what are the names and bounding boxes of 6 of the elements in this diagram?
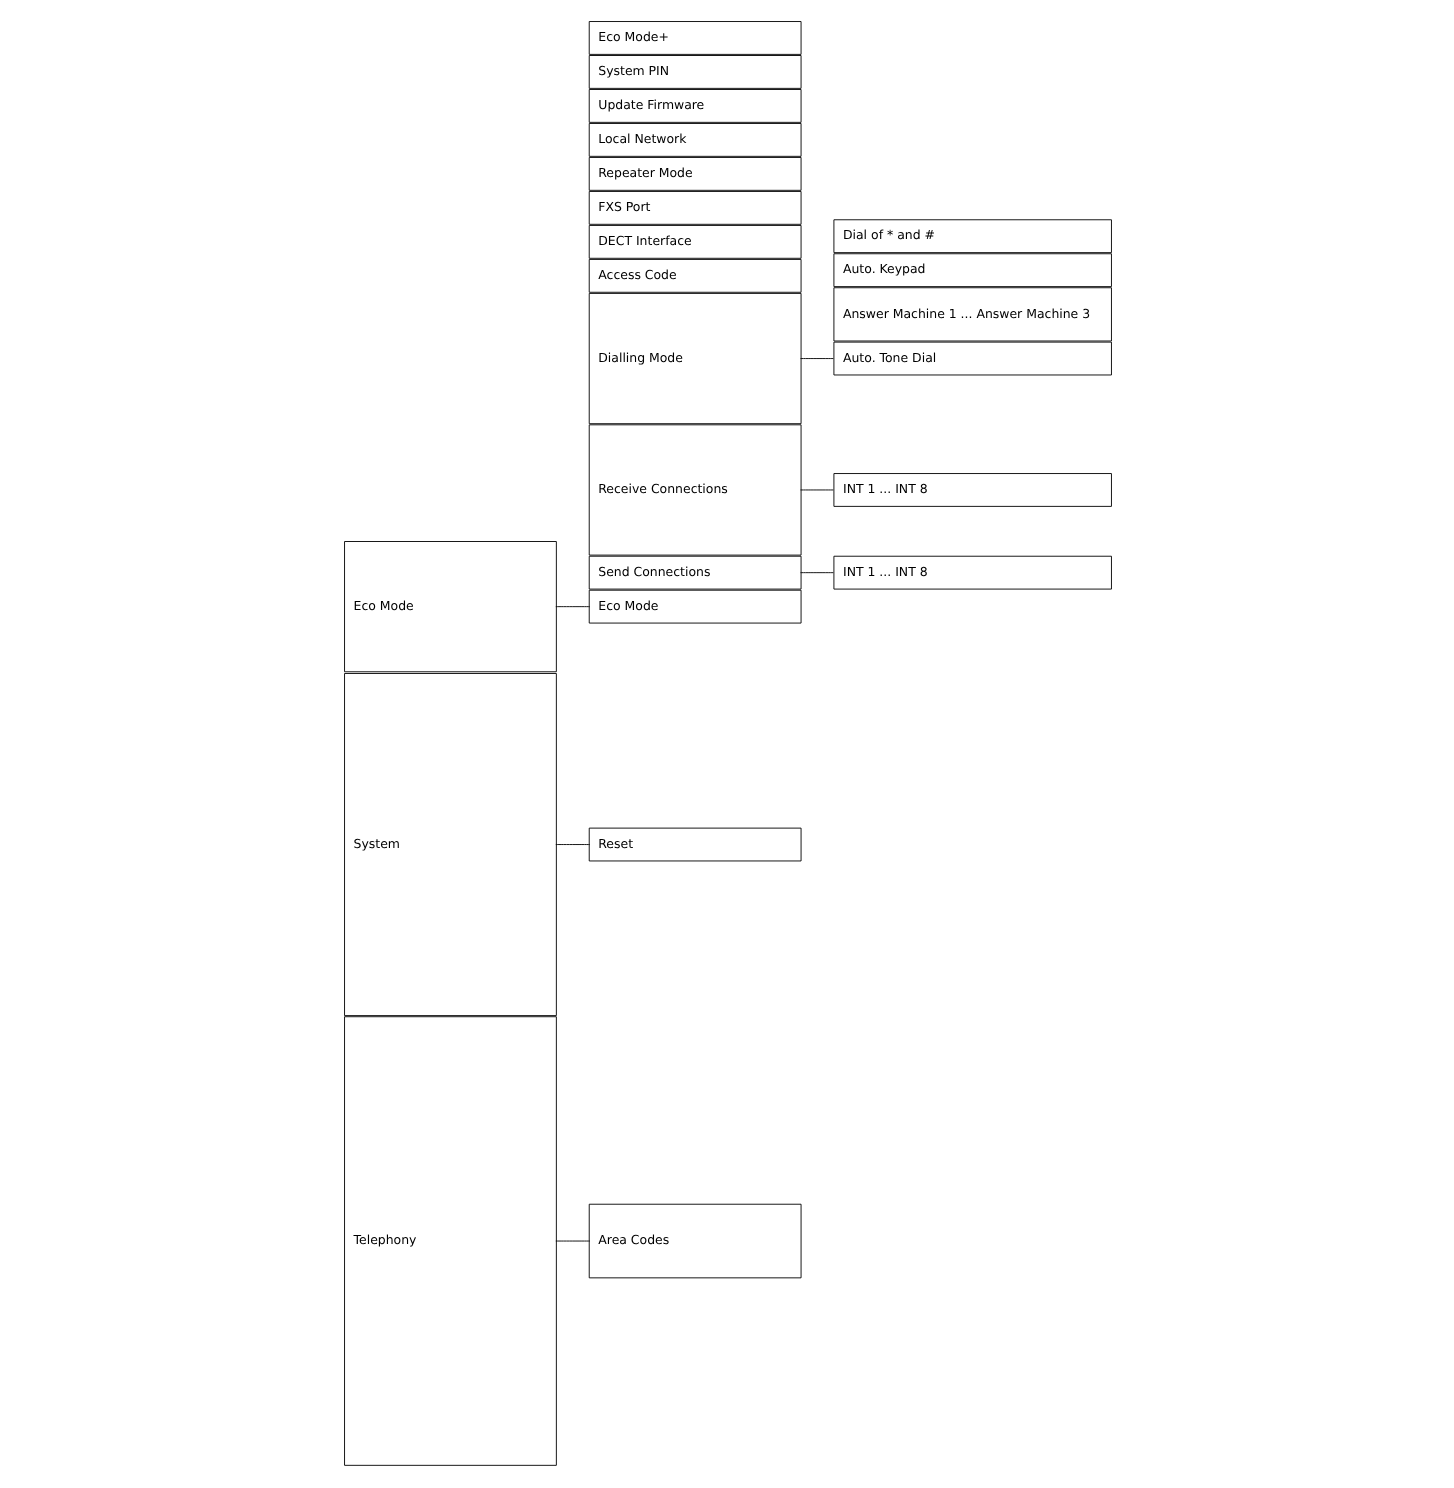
connector xyxy=(554,844,590,845)
connector xyxy=(799,489,833,491)
connector xyxy=(554,1240,590,1242)
connector xyxy=(799,358,833,359)
connector xyxy=(799,572,833,574)
connector xyxy=(554,606,590,608)
